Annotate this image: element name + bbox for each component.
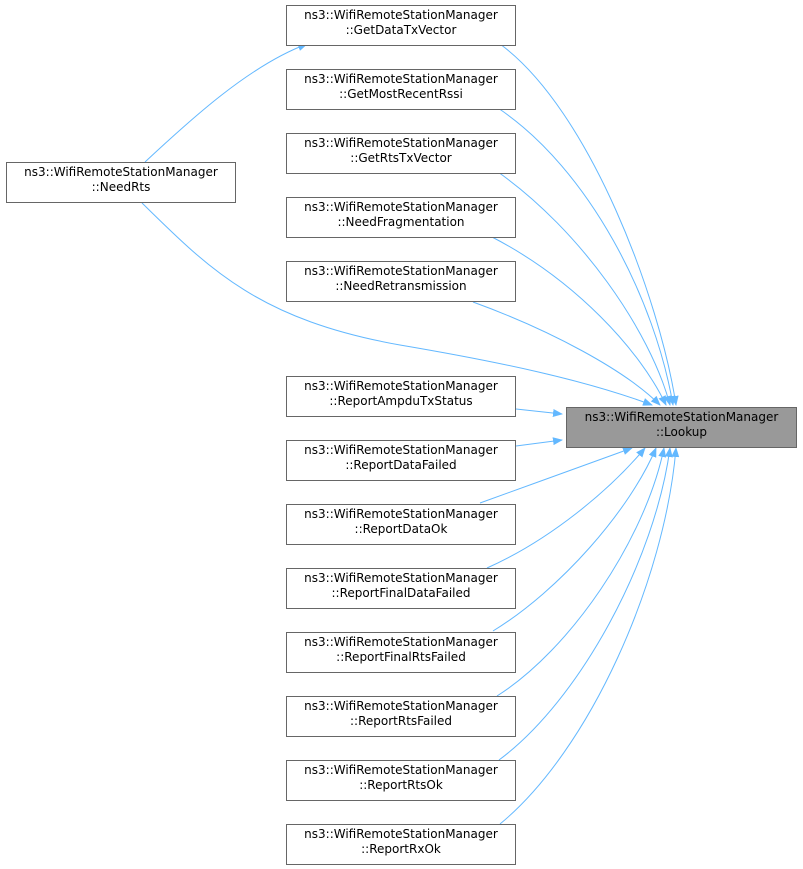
node-reportdataok-line1: ns3::WifiRemoteStationManager	[304, 507, 498, 521]
node-reportrtsfailed[interactable]: ns3::WifiRemoteStationManager ::ReportRt…	[286, 696, 516, 737]
node-getrtstxvector-line1: ns3::WifiRemoteStationManager	[304, 136, 498, 150]
node-reportdatafailed-line1: ns3::WifiRemoteStationManager	[304, 443, 498, 457]
edge-reportdataok-lookup	[479, 447, 633, 504]
node-reportrtsok[interactable]: ns3::WifiRemoteStationManager ::ReportRt…	[286, 760, 516, 801]
node-needretransmission-line2: ::NeedRetransmission	[335, 279, 467, 293]
node-reportrtsok-line1: ns3::WifiRemoteStationManager	[304, 763, 498, 777]
node-reportrxok-line2: ::ReportRxOk	[361, 842, 441, 856]
node-reportfinalrtsfailed[interactable]: ns3::WifiRemoteStationManager ::ReportFi…	[286, 632, 516, 673]
node-reportfinaldatafailed-line1: ns3::WifiRemoteStationManager	[304, 571, 498, 585]
node-reportrxok-line1: ns3::WifiRemoteStationManager	[304, 827, 498, 841]
node-getmostrecentrssi[interactable]: ns3::WifiRemoteStationManager ::GetMostR…	[286, 69, 516, 110]
edge-needretransmission-lookup	[472, 301, 661, 406]
node-needfragmentation-line2: ::NeedFragmentation	[337, 215, 465, 229]
edge-reportrtsfailed-lookup	[496, 447, 667, 697]
node-reportrtsfailed-line2: ::ReportRtsFailed	[350, 714, 452, 728]
node-reportdataok-line2: ::ReportDataOk	[354, 522, 448, 536]
edge-reportrtsok-lookup	[498, 447, 673, 761]
node-getdatatxvector[interactable]: ns3::WifiRemoteStationManager ::GetDataT…	[286, 5, 516, 46]
edge-getdatatxvector-lookup	[499, 43, 679, 406]
node-reportampdutxstatus-line1: ns3::WifiRemoteStationManager	[304, 379, 498, 393]
node-needrts-line1: ns3::WifiRemoteStationManager	[24, 165, 218, 179]
edge-reportampdutxstatus-lookup	[515, 408, 563, 418]
node-getmostrecentrssi-line2: ::GetMostRecentRssi	[339, 87, 463, 101]
edge-getrtstxvector-lookup	[497, 171, 672, 406]
node-reportrxok[interactable]: ns3::WifiRemoteStationManager ::ReportRx…	[286, 824, 516, 865]
node-reportfinalrtsfailed-line1: ns3::WifiRemoteStationManager	[304, 635, 498, 649]
node-reportdataok[interactable]: ns3::WifiRemoteStationManager ::ReportDa…	[286, 504, 516, 545]
edge-reportdatafailed-lookup	[515, 437, 563, 447]
node-needfragmentation[interactable]: ns3::WifiRemoteStationManager ::NeedFrag…	[286, 197, 516, 238]
node-needfragmentation-line1: ns3::WifiRemoteStationManager	[304, 200, 498, 214]
node-getdatatxvector-line2: ::GetDataTxVector	[345, 23, 457, 37]
node-reportrtsok-line2: ::ReportRtsOk	[359, 778, 443, 792]
node-reportfinalrtsfailed-line2: ::ReportFinalRtsFailed	[336, 650, 466, 664]
node-getmostrecentrssi-line1: ns3::WifiRemoteStationManager	[304, 72, 498, 86]
edge-needrts-lookup	[141, 202, 653, 406]
node-lookup-line2: ::Lookup	[655, 425, 708, 439]
node-lookup[interactable]: ns3::WifiRemoteStationManager ::Lookup	[566, 407, 797, 448]
edge-reportrxok-lookup	[499, 447, 680, 825]
node-reportdatafailed[interactable]: ns3::WifiRemoteStationManager ::ReportDa…	[286, 440, 516, 481]
node-reportampdutxstatus-line2: ::ReportAmpduTxStatus	[329, 394, 473, 408]
node-getrtstxvector-line2: ::GetRtsTxVector	[350, 151, 452, 165]
node-needretransmission-line1: ns3::WifiRemoteStationManager	[304, 264, 498, 278]
node-reportampdutxstatus[interactable]: ns3::WifiRemoteStationManager ::ReportAm…	[286, 376, 516, 417]
node-getrtstxvector[interactable]: ns3::WifiRemoteStationManager ::GetRtsTx…	[286, 133, 516, 174]
node-reportfinaldatafailed[interactable]: ns3::WifiRemoteStationManager ::ReportFi…	[286, 568, 516, 609]
edge-reportfinalrtsfailed-lookup	[492, 447, 657, 632]
node-needrts-line2: ::NeedRts	[91, 180, 151, 194]
node-needretransmission[interactable]: ns3::WifiRemoteStationManager ::NeedRetr…	[286, 261, 516, 302]
edge-needfragmentation-lookup	[491, 236, 667, 406]
node-lookup-line1: ns3::WifiRemoteStationManager	[584, 410, 779, 424]
edge-reportfinaldatafailed-lookup	[486, 447, 646, 569]
node-reportrtsfailed-line1: ns3::WifiRemoteStationManager	[304, 699, 498, 713]
node-needrts[interactable]: ns3::WifiRemoteStationManager ::NeedRts	[6, 162, 236, 203]
edge-needrts-getdatatxvector	[144, 43, 308, 163]
node-reportfinaldatafailed-line2: ::ReportFinalDataFailed	[331, 586, 471, 600]
edge-getmostrecentrssi-lookup	[497, 107, 676, 406]
node-getdatatxvector-line1: ns3::WifiRemoteStationManager	[304, 8, 498, 22]
node-reportdatafailed-line2: ::ReportDataFailed	[345, 458, 457, 472]
